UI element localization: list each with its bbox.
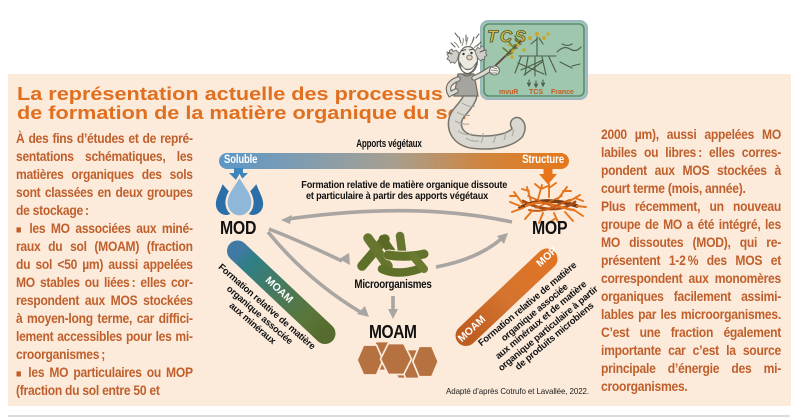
svg-text:France: France xyxy=(551,89,574,96)
svg-text:TCS: TCS xyxy=(487,27,529,46)
svg-text:mvuR: mvuR xyxy=(499,89,518,96)
svg-text:TCS: TCS xyxy=(529,89,543,96)
